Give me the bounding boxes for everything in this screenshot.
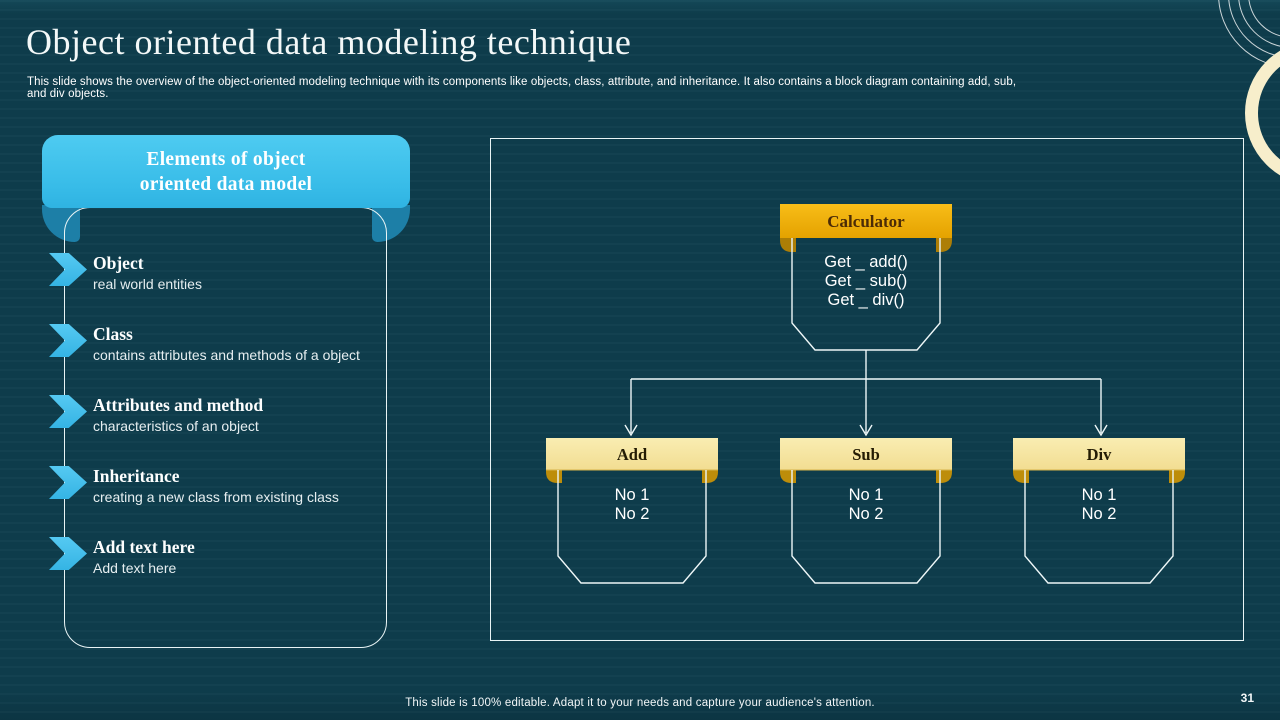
node-title: Add: [617, 445, 647, 464]
list-item-title: Class: [93, 324, 133, 344]
slide-subtitle: This slide shows the overview of the obj…: [27, 76, 1017, 100]
node-body-outline: [791, 238, 941, 351]
fold-corner: [1169, 470, 1185, 483]
elements-banner: Elements of object oriented data model: [42, 135, 410, 208]
node-div: Div No 1 No 2: [1013, 438, 1185, 584]
list-item-description: contains attributes and methods of a obj…: [93, 347, 360, 363]
list-item-description: characteristics of an object: [93, 418, 259, 434]
fold-corner: [936, 470, 952, 483]
node-line: No 1: [1082, 486, 1117, 504]
node-line: No 2: [1082, 505, 1117, 523]
list-item-description: creating a new class from existing class: [93, 489, 339, 505]
fold-corner: [780, 238, 796, 252]
list-item-description: Add text here: [93, 560, 177, 576]
list-item-attributes: Attributes and method characteristics of…: [49, 394, 378, 436]
node-title: Sub: [852, 445, 880, 464]
node-title: Div: [1087, 445, 1113, 464]
block-diagram-panel: Calculator Get _ add() Get _ sub() Get _…: [490, 138, 1244, 641]
list-item-title: Object: [93, 253, 144, 273]
fold-corner: [702, 470, 718, 483]
node-header: [780, 204, 952, 238]
method-line: Get _ add(): [824, 253, 907, 271]
fold-corner: [1013, 470, 1029, 483]
node-calculator: Calculator Get _ add() Get _ sub() Get _…: [780, 204, 952, 351]
page-title: Object oriented data modeling technique: [26, 22, 632, 62]
chevron-right-icon: [49, 253, 87, 286]
node-add: Add No 1 No 2: [546, 438, 718, 584]
fold-corner: [546, 470, 562, 483]
node-line: No 2: [615, 505, 650, 523]
elements-banner-title: Elements of object oriented data model: [139, 148, 313, 195]
elements-list: Object real world entities Class contain…: [49, 208, 386, 578]
list-item-title: Add text here: [93, 537, 195, 557]
list-item-object: Object real world entities: [49, 252, 378, 294]
method-line: Get _ div(): [827, 291, 904, 309]
node-line: No 2: [849, 505, 884, 523]
list-item-description: real world entities: [93, 276, 202, 292]
chevron-right-icon: [49, 466, 87, 499]
node-header: [1013, 438, 1185, 470]
calculator-block-diagram: Calculator Get _ add() Get _ sub() Get _…: [546, 204, 1185, 584]
node-header: [780, 438, 952, 470]
chevron-right-icon: [49, 537, 87, 570]
page-number: 31: [1240, 691, 1254, 705]
list-item-class: Class contains attributes and methods of…: [49, 323, 378, 365]
list-item-title: Attributes and method: [93, 395, 264, 415]
method-line: Get _ sub(): [825, 272, 908, 290]
chevron-right-icon: [49, 324, 87, 357]
fold-corner: [780, 470, 796, 483]
node-line: No 1: [615, 486, 650, 504]
list-item-title: Inheritance: [93, 466, 180, 486]
node-body-outline: [1024, 470, 1174, 584]
elements-panel: Object real world entities Class contain…: [49, 207, 387, 648]
node-body-outline: [791, 470, 941, 584]
node-sub: Sub No 1 No 2: [780, 438, 952, 584]
fold-corner: [936, 238, 952, 252]
footer-note: This slide is 100% editable. Adapt it to…: [405, 697, 875, 709]
chevron-right-icon: [49, 395, 87, 428]
node-line: No 1: [849, 486, 884, 504]
list-item-add-text: Add text here Add text here: [49, 536, 378, 578]
node-title: Calculator: [827, 212, 905, 231]
node-header: [546, 438, 718, 470]
node-body-outline: [557, 470, 707, 584]
connector-lines: [624, 350, 1108, 437]
list-item-inheritance: Inheritance creating a new class from ex…: [49, 465, 378, 507]
